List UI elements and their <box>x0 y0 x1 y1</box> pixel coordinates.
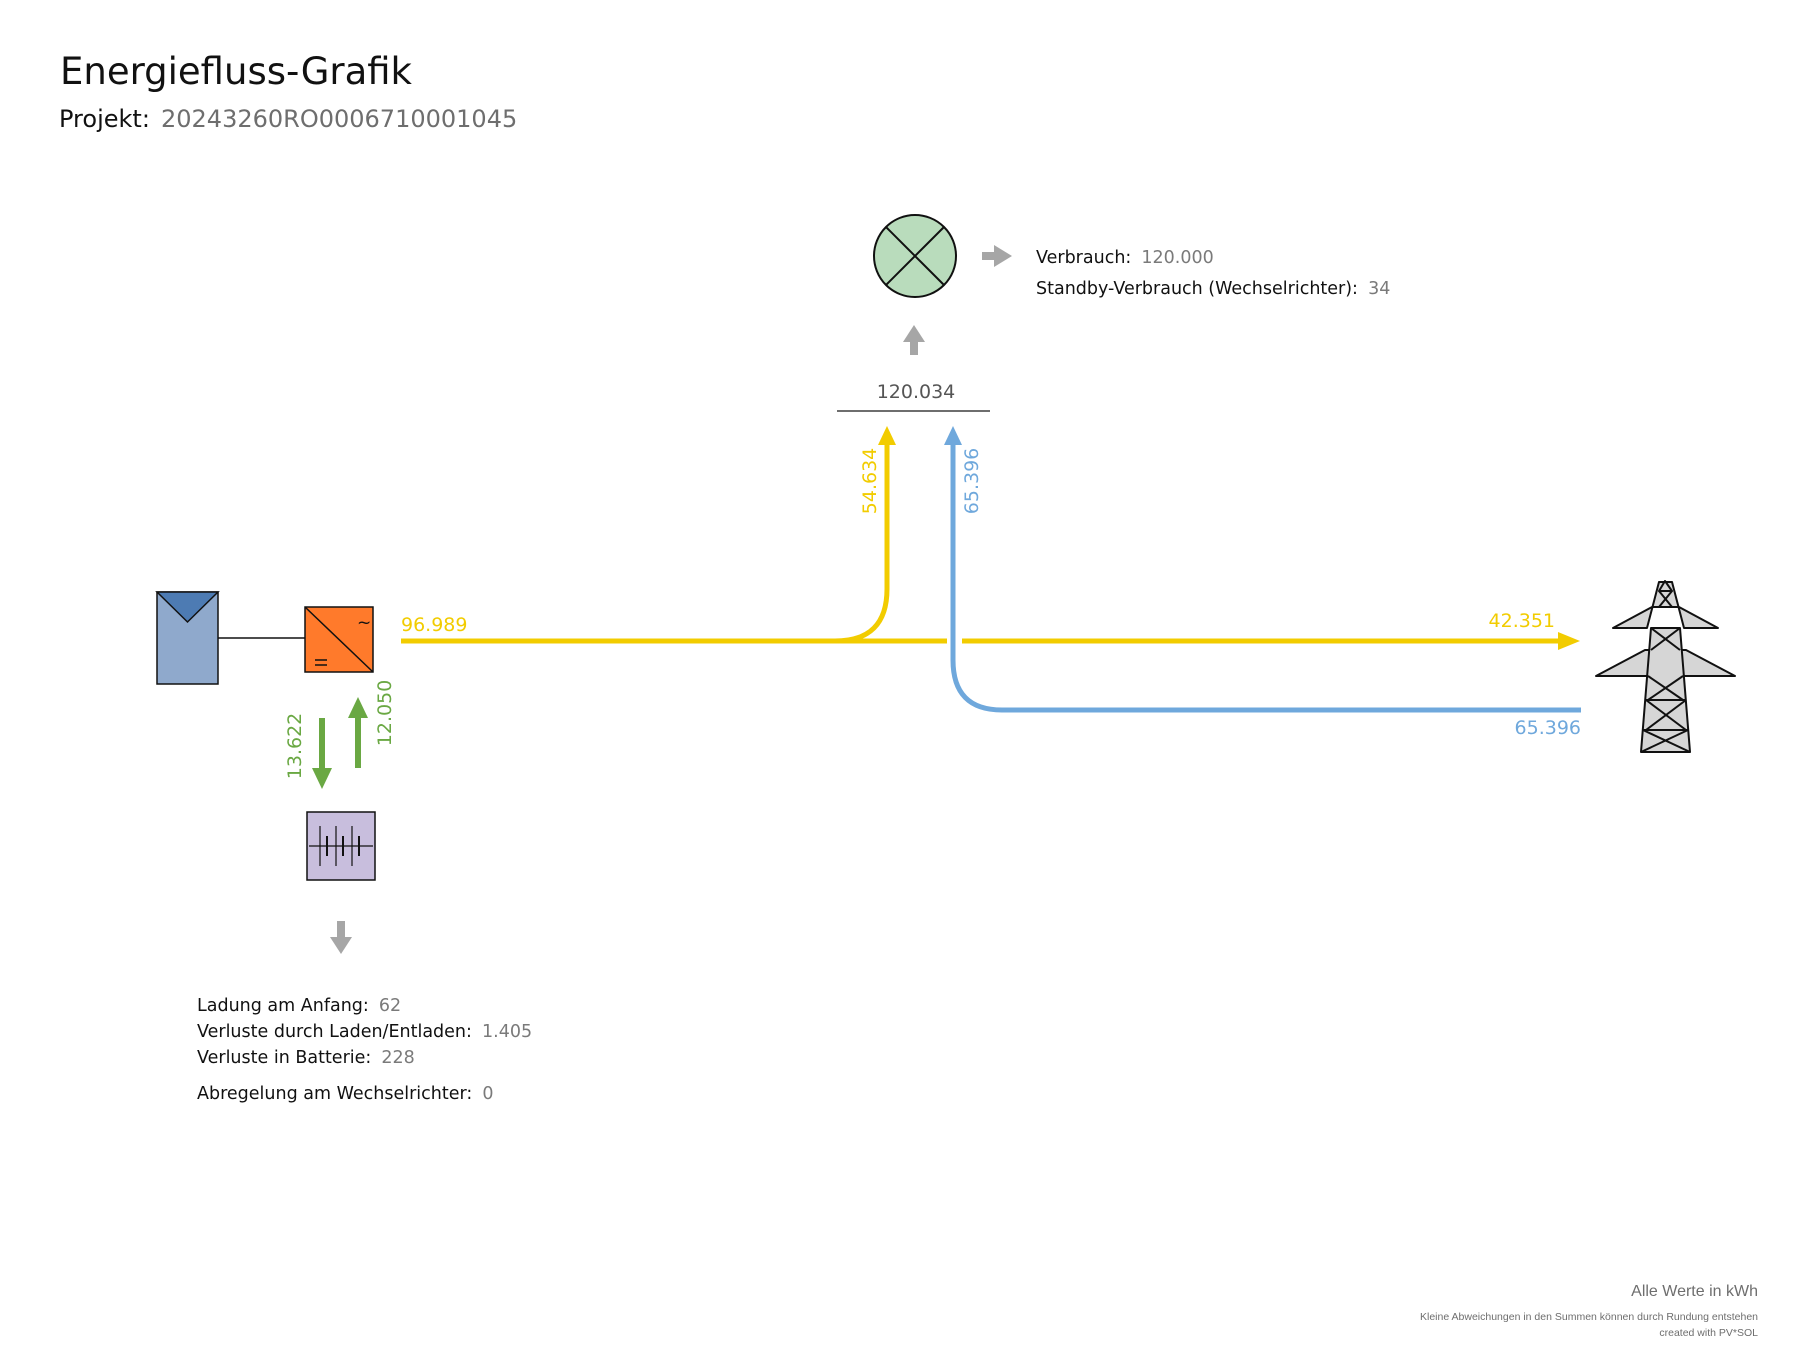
grid-to-load-flow <box>950 440 1581 713</box>
pv-to-load-arrowhead <box>878 426 896 445</box>
consumption-out-arrow <box>982 245 1012 267</box>
ladung-value: 62 <box>379 996 401 1016</box>
pv-to-load-value: 54.634 <box>859 448 881 514</box>
verluste-batterie-value: 228 <box>381 1048 414 1068</box>
standby-line: Standby-Verbrauch (Wechselrichter): 34 <box>1036 279 1390 299</box>
battery-charge-arrow <box>312 718 332 789</box>
abregelung-line: Abregelung am Wechselrichter: 0 <box>197 1084 494 1104</box>
grid-import-value: 65.396 <box>1515 717 1581 739</box>
unit-note: Alle Werte in kWh <box>1631 1283 1758 1300</box>
verbrauch-label: Verbrauch: <box>1036 248 1131 268</box>
verbrauch-line: Verbrauch: 120.000 <box>1036 248 1214 268</box>
pv-to-load-flow <box>834 440 890 644</box>
load-supply-arrow <box>903 325 925 355</box>
pv-to-grid-value: 42.351 <box>1489 610 1555 632</box>
verluste-batterie-line: Verluste in Batterie: 228 <box>197 1048 415 1068</box>
battery-discharge-value: 12.050 <box>374 680 396 746</box>
lamp-icon <box>873 214 957 298</box>
solar-panel-icon <box>155 591 220 685</box>
standby-value: 34 <box>1368 279 1390 299</box>
battery-icon <box>306 811 376 881</box>
verluste-laden-label: Verluste durch Laden/Entladen: <box>197 1022 472 1042</box>
ladung-line: Ladung am Anfang: 62 <box>197 996 401 1016</box>
standby-label: Standby-Verbrauch (Wechselrichter): <box>1036 279 1358 299</box>
grid-to-load-arrowhead <box>944 426 962 445</box>
inverter-icon: ~ <box>304 606 374 673</box>
battery-discharge-arrow <box>348 697 368 768</box>
power-pylon-icon <box>1595 580 1736 753</box>
battery-charge-value: 13.622 <box>284 713 306 779</box>
project-line: Projekt: 20243260RO0006710001045 <box>59 105 517 133</box>
page-title: Energiefluss-Grafik <box>60 50 413 93</box>
created-with-note: created with PV*SOL <box>1659 1327 1758 1339</box>
battery-loss-arrow <box>330 921 352 954</box>
verluste-laden-value: 1.405 <box>482 1022 532 1042</box>
verluste-laden-line: Verluste durch Laden/Entladen: 1.405 <box>197 1022 532 1042</box>
abregelung-label: Abregelung am Wechselrichter: <box>197 1084 472 1104</box>
abregelung-value: 0 <box>482 1084 493 1104</box>
verbrauch-value: 120.000 <box>1141 248 1213 268</box>
ladung-label: Ladung am Anfang: <box>197 996 369 1016</box>
verluste-batterie-label: Verluste in Batterie: <box>197 1048 371 1068</box>
grid-to-load-value: 65.396 <box>961 448 983 514</box>
rounding-note: Kleine Abweichungen in den Summen können… <box>1420 1311 1758 1323</box>
consumption-total: 120.034 <box>877 381 956 403</box>
project-id: 20243260RO0006710001045 <box>161 105 517 133</box>
pv-to-grid-arrowhead <box>1558 632 1580 650</box>
pv-output-value: 96.989 <box>401 614 467 636</box>
project-label: Projekt: <box>59 105 150 133</box>
ac-symbol: ~ <box>357 613 371 633</box>
